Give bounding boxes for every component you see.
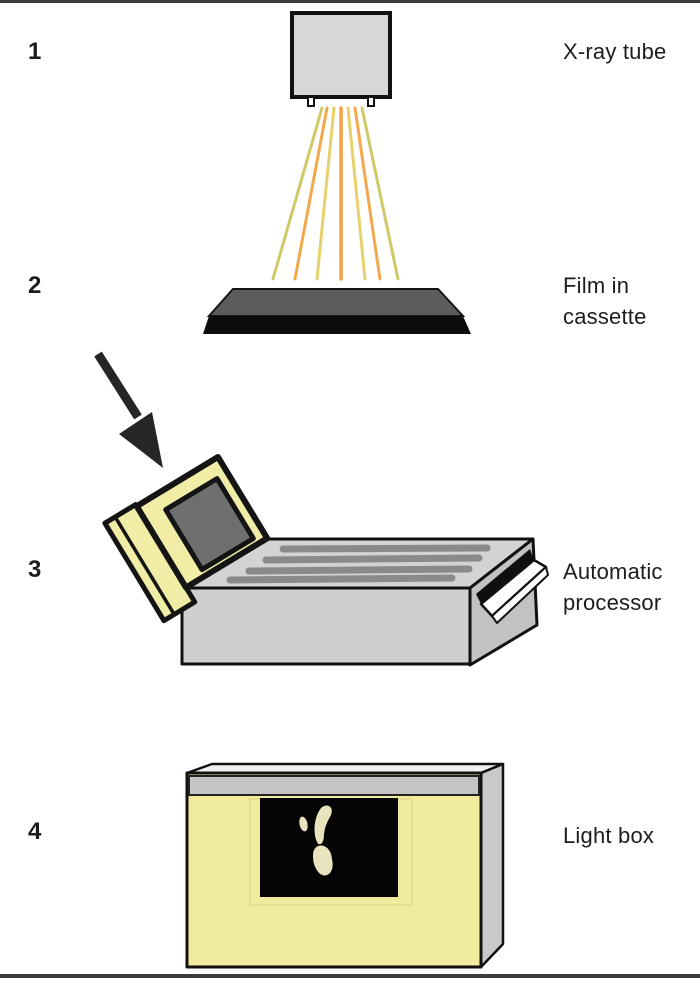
step-3-number: 3 [28, 556, 42, 583]
step-1-number: 1 [28, 38, 42, 65]
step-2-label: Film in cassette [563, 273, 647, 329]
step-1-label: X-ray tube [563, 39, 667, 64]
step-4-label: Light box [563, 823, 655, 848]
step-3-label: Automatic processor [563, 559, 663, 615]
xray-beam-icon [271, 106, 400, 281]
open-cassette-icon [102, 454, 271, 624]
step-2-number: 2 [28, 272, 42, 299]
top-rule [0, 0, 700, 3]
xray-tube-icon [290, 11, 392, 107]
bone-shapes [299, 805, 333, 876]
film-cassette-icon [203, 288, 471, 334]
exit-tray [476, 549, 549, 624]
bottom-rule [0, 974, 700, 978]
automatic-processor-icon [180, 537, 549, 667]
light-box-icon [185, 762, 505, 969]
arrow-icon [94, 351, 163, 468]
step-4-number: 4 [28, 818, 42, 845]
roller-bars [226, 544, 491, 584]
